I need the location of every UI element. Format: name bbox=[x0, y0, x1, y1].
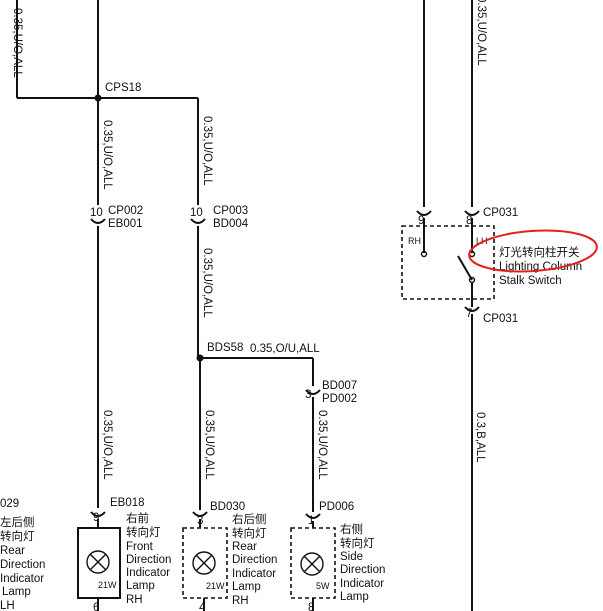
connector-label-bd004: BD004 bbox=[213, 218, 249, 230]
connector-label-eb001: EB001 bbox=[108, 218, 143, 230]
wire-spec-bds58: 0.35,O/U,ALL bbox=[250, 343, 320, 355]
lamp2-en-name-1: Rear bbox=[232, 541, 257, 553]
lamp1-en-name-1: Front bbox=[126, 541, 154, 553]
lamp3-cn-name-1: 右侧 bbox=[340, 522, 363, 536]
pin-6: 6 bbox=[93, 602, 99, 611]
lamp3-en-name-1: Side bbox=[340, 551, 363, 563]
switch-lh-label: LH bbox=[476, 236, 488, 246]
connector-label-cp002: CP002 bbox=[108, 205, 143, 217]
pin-3-bd007: 3 bbox=[305, 389, 311, 401]
connector-cp002 bbox=[90, 218, 106, 508]
switch-pin-9: 9 bbox=[418, 215, 424, 227]
front-direction-lamp-rh bbox=[77, 511, 121, 611]
pin-8-lamp3: 8 bbox=[308, 602, 314, 611]
lamp2-cn-name-1: 右后侧 bbox=[232, 512, 267, 526]
lamp1-en-name-5: RH bbox=[126, 594, 143, 606]
switch-pin-8: 8 bbox=[466, 215, 472, 227]
connector-label-eb018: EB018 bbox=[110, 497, 145, 509]
wire-spec-right: 0.3,B,ALL bbox=[474, 412, 486, 463]
lamp2-watt: 21W bbox=[206, 581, 225, 591]
lamp1-en-name-4: Lamp bbox=[126, 580, 155, 592]
wire-spec-6: 0.35,U/O,ALL bbox=[203, 410, 215, 480]
left-cn-name-2: 转向灯 bbox=[0, 529, 35, 543]
connector-bd007 bbox=[305, 389, 321, 512]
switch-pin-7: 7 bbox=[466, 308, 472, 320]
pin-3-bd030: 3 bbox=[197, 515, 203, 527]
pin-9-eb018: 9 bbox=[93, 512, 99, 524]
pin-4: 4 bbox=[199, 602, 206, 611]
switch-en-name-2: Stalk Switch bbox=[499, 275, 562, 287]
connector-label-cp031-bottom: CP031 bbox=[483, 313, 518, 325]
lamp1-en-name-2: Direction bbox=[126, 554, 171, 566]
connector-cp003 bbox=[190, 218, 206, 358]
wire-spec-5: 0.35,U/O,ALL bbox=[101, 410, 113, 480]
connector-label-bd030: BD030 bbox=[210, 501, 245, 513]
left-lamp-lh-labels: 029 左后侧 转向灯 Rear Direction Indicator Lam… bbox=[0, 498, 45, 611]
connector-label-bd007: BD007 bbox=[322, 380, 357, 392]
pin-1-pd006: 1 bbox=[308, 515, 314, 527]
wire-spec-4: 0.35,U/O,ALL bbox=[316, 410, 328, 480]
pin-10-cp003: 10 bbox=[190, 207, 203, 219]
wire-spec-top-left: 0.35,U/O,ALL bbox=[11, 8, 23, 78]
pin-10-cp002: 10 bbox=[90, 207, 103, 219]
lamp2-en-name-2: Direction bbox=[232, 554, 277, 566]
lamp3-en-name-4: Lamp bbox=[340, 591, 369, 603]
rear-direction-lamp-rh bbox=[182, 511, 228, 611]
lamp2-en-name-4: Lamp bbox=[232, 581, 261, 593]
lamp3-en-name-2: Direction bbox=[340, 564, 385, 576]
lamp3-en-name-3: Indicator bbox=[340, 578, 384, 590]
left-en-name-2: Direction bbox=[0, 559, 45, 571]
lighting-column-stalk-switch bbox=[401, 0, 495, 611]
left-connector-code: 029 bbox=[0, 498, 19, 510]
lamp3-watt: 5W bbox=[316, 581, 330, 591]
lamp2-cn-name-2: 转向灯 bbox=[232, 526, 267, 540]
left-en-name-3: Indicator bbox=[0, 573, 44, 585]
side-direction-lamp-rh bbox=[290, 513, 336, 611]
top-bus bbox=[16, 0, 199, 205]
wire-spec-3: 0.35,U/O,ALL bbox=[201, 248, 213, 318]
lamp1-cn-name-1: 右前 bbox=[126, 511, 149, 525]
lamp2-en-name-5: RH bbox=[232, 595, 249, 607]
connector-label-cp031-top: CP031 bbox=[483, 207, 518, 219]
connector-label-pd006: PD006 bbox=[319, 501, 354, 513]
switch-cn-name: 灯光转向柱开关 bbox=[499, 245, 580, 259]
left-en-name-1: Rear bbox=[0, 545, 25, 557]
left-en-name-5: LH bbox=[0, 600, 15, 611]
lamp1-en-name-3: Indicator bbox=[126, 567, 170, 579]
lamp1-watt: 21W bbox=[98, 580, 117, 590]
connector-label-cp003: CP003 bbox=[213, 205, 248, 217]
wire-spec-2: 0.35,U/O,ALL bbox=[201, 116, 213, 186]
lamp1-cn-name-2: 转向灯 bbox=[126, 525, 161, 539]
left-en-name-4: Lamp bbox=[2, 586, 31, 598]
splice-label-cps18: CPS18 bbox=[105, 82, 141, 94]
wire-spec-1: 0.35,U/O,ALL bbox=[101, 120, 113, 190]
splice-label-bds58: BDS58 bbox=[207, 342, 243, 354]
red-annotation-circle bbox=[468, 229, 598, 273]
lamp3-cn-name-2: 转向灯 bbox=[340, 536, 375, 550]
lamp2-en-name-3: Indicator bbox=[232, 568, 276, 580]
connector-label-pd002: PD002 bbox=[322, 393, 357, 405]
switch-en-name-1: Lighting Column bbox=[499, 261, 582, 273]
switch-rh-label: RH bbox=[408, 236, 421, 246]
splice-bds58 bbox=[196, 354, 314, 510]
left-cn-name-1: 左后侧 bbox=[0, 515, 35, 529]
wire-spec-top-right: 0.35,U/O,ALL bbox=[475, 0, 487, 66]
